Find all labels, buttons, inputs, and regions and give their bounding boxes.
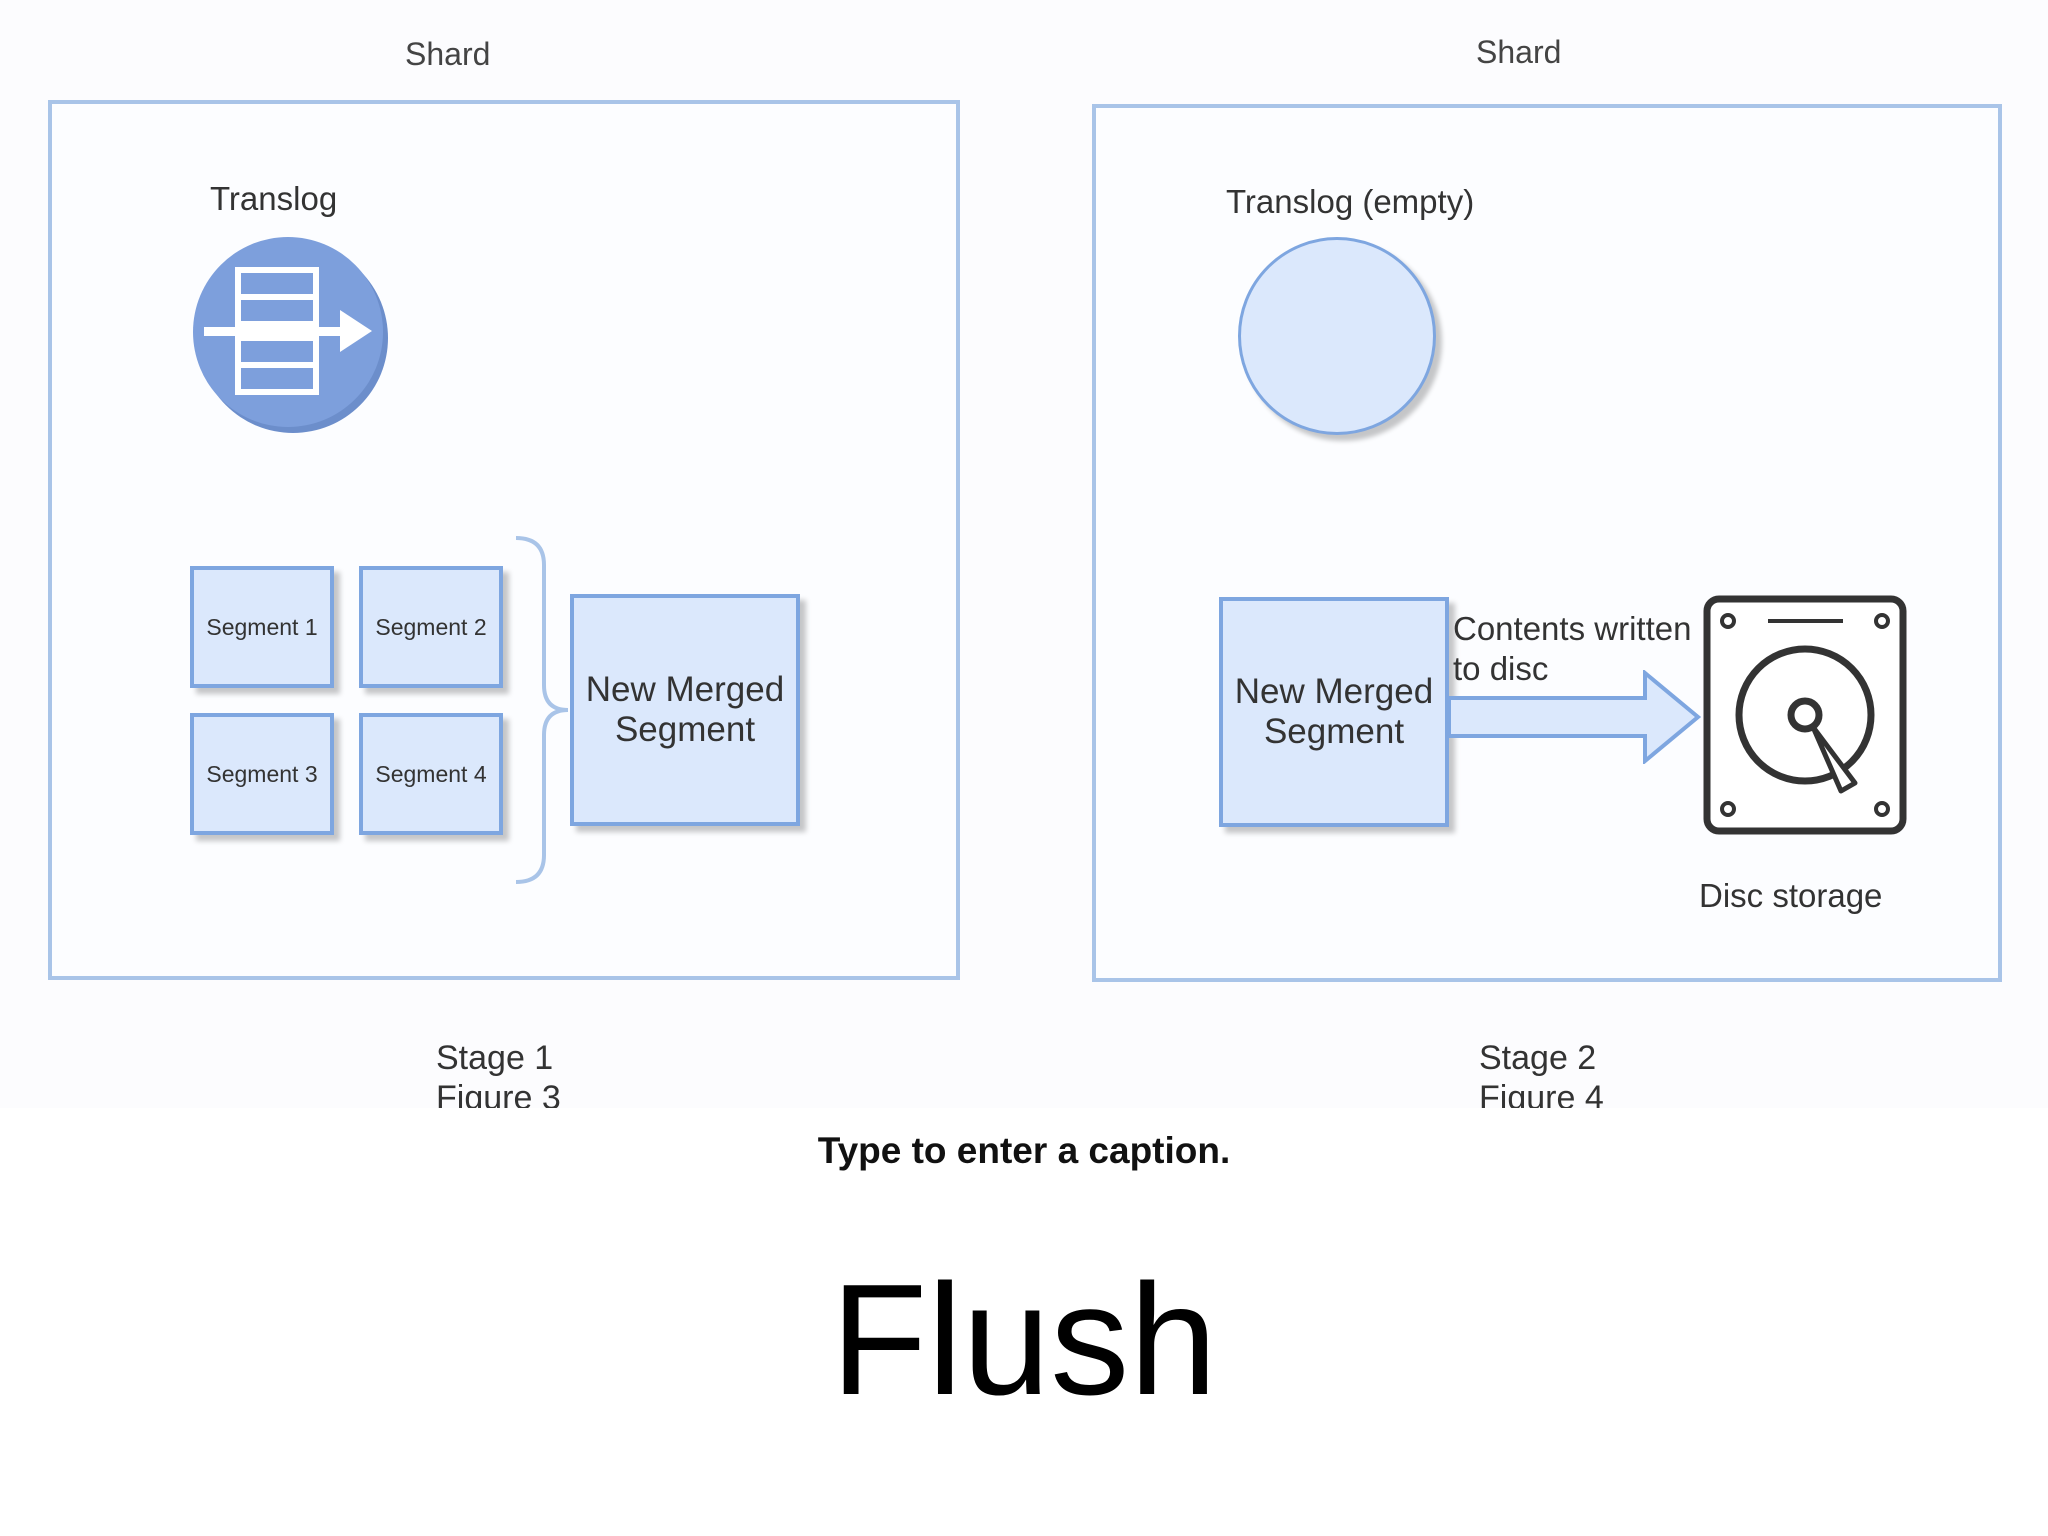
segment-1-label: Segment 1 [206,613,318,640]
write-arrow [1446,668,1704,766]
segment-1-box: Segment 1 [190,566,334,688]
segment-3-label: Segment 3 [206,760,318,787]
stage2-shard-title: Shard [1476,34,1562,70]
segment-2-label: Segment 2 [375,613,487,640]
stage1-merged-segment: New Merged Segment [570,594,800,826]
segment-3-box: Segment 3 [190,713,334,835]
empty-translog-circle [1238,237,1436,435]
disc-storage-label: Disc storage [1699,877,1883,914]
segment-4-box: Segment 4 [359,713,503,835]
stage2-merged-segment: New Merged Segment [1219,597,1449,827]
stage1-merged-label: New Merged Segment [585,670,785,749]
stage1-shard-panel [48,100,960,980]
stage1-translog-label: Translog [210,180,338,217]
merge-brace [512,535,572,885]
stage2-translog-label: Translog (empty) [1226,183,1475,220]
stage1-shard-title: Shard [405,36,491,72]
stage2-label: Stage 2 [1479,1039,1597,1077]
translog-queue-icon [190,230,395,435]
image-caption-input[interactable]: Type to enter a caption. [817,1130,1231,1171]
stage1-figure-label: Figure 3 [436,1079,561,1108]
arrow-caption: Contents written to disc [1453,610,1692,687]
hard-disk-icon [1703,595,1907,835]
stage2-merged-label: New Merged Segment [1234,672,1434,751]
diagram-image: Shard Translog Segment 1 Segment 2 Segme… [48,34,2002,1108]
segment-4-label: Segment 4 [375,760,487,787]
page-heading: Flush [830,1252,1218,1428]
stage2-figure-label: Figure 4 [1479,1079,1604,1108]
stage2-shard-panel [1092,104,2002,982]
stage1-label: Stage 1 [436,1039,554,1077]
segment-2-box: Segment 2 [359,566,503,688]
